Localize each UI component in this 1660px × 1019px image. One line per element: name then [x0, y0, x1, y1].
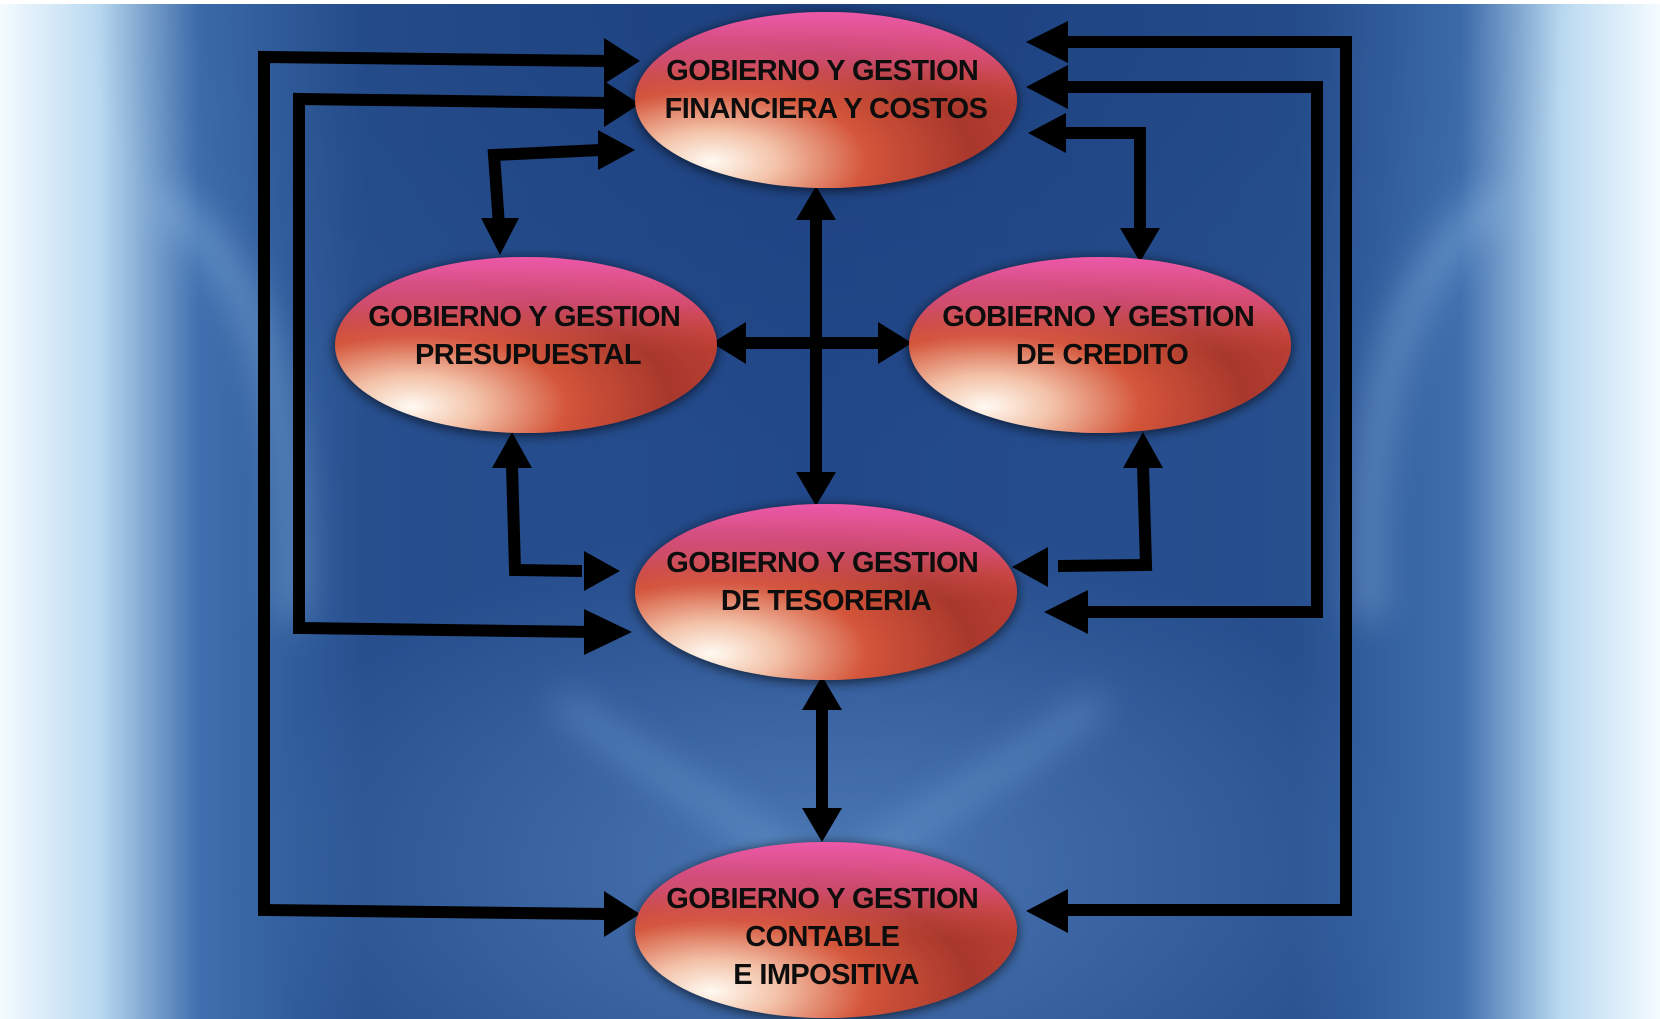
- node-label-line: GOBIERNO Y GESTION: [368, 301, 680, 333]
- arrowhead: [584, 609, 632, 655]
- connector-presupuestal-financiera: [487, 144, 601, 226]
- node-label-line: GOBIERNO Y GESTION: [666, 547, 978, 579]
- arrowhead: [712, 322, 746, 364]
- arrowhead: [1026, 889, 1068, 933]
- arrowhead: [796, 472, 836, 506]
- connector-arrows: [258, 36, 1352, 920]
- arrowhead: [1026, 21, 1068, 63]
- node-label-line: DE TESORERIA: [721, 585, 932, 617]
- arrowhead: [584, 551, 620, 591]
- connector-credito-tesoreria: [1057, 464, 1153, 572]
- connector-left-inner-loop: [293, 92, 609, 638]
- arrowhead: [604, 891, 640, 937]
- node-label-line: FINANCIERA Y COSTOS: [665, 93, 988, 125]
- arrowhead: [1012, 547, 1048, 587]
- connector-right-inner-loop: [1060, 81, 1323, 618]
- arrowhead: [1028, 113, 1066, 153]
- arrowhead: [481, 218, 519, 255]
- svg-text:GOBIERNO Y GESTION DE CR: GOBIERNO Y GESTION DE CREDITO: [942, 301, 1262, 371]
- arrowhead: [796, 186, 836, 220]
- node-label-line: GOBIERNO Y GESTION: [942, 301, 1254, 333]
- arrowhead: [598, 130, 635, 170]
- node-label-line: GOBIERNO Y GESTION: [666, 883, 978, 915]
- node-de-tesoreria: GOBIERNO Y GESTION DE TESORERIA: [635, 504, 1017, 680]
- arrowhead: [1044, 590, 1088, 634]
- node-label-line: PRESUPUESTAL: [415, 339, 641, 371]
- arrowhead: [1120, 228, 1160, 262]
- node-label-line: E IMPOSITIVA: [733, 959, 919, 991]
- node-label-line: CONTABLE: [745, 921, 899, 953]
- connector-presupuestal-tesoreria: [506, 464, 583, 577]
- node-presupuestal: GOBIERNO Y GESTION PRESUPUESTAL: [335, 257, 717, 433]
- connector-right-outer-loop: [1060, 36, 1352, 916]
- node-financiera-y-costos: GOBIERNO Y GESTION FINANCIERA Y COSTOS: [635, 12, 1017, 188]
- arrowhead: [802, 808, 842, 842]
- arrowhead: [1026, 65, 1068, 109]
- arrowheads: [481, 21, 1163, 937]
- node-label-line: DE CREDITO: [1016, 339, 1188, 371]
- arrowhead: [878, 322, 912, 364]
- connector-credito-financiera: [1064, 127, 1146, 228]
- svg-text:GOBIERNO Y GESTION CONTA: GOBIERNO Y GESTION CONTABLE E IMPOSITIVA: [666, 883, 986, 991]
- svg-text:GOBIERNO Y GESTION DE TE: GOBIERNO Y GESTION DE TESORERIA: [666, 547, 986, 617]
- svg-text:GOBIERNO Y GESTION FINAN: GOBIERNO Y GESTION FINANCIERA Y COSTOS: [665, 55, 988, 125]
- arrowhead: [802, 676, 842, 710]
- arrowhead: [604, 81, 640, 127]
- svg-text:GOBIERNO Y GESTION PRESU: GOBIERNO Y GESTION PRESUPUESTAL: [368, 301, 688, 371]
- node-contable-e-impositiva: GOBIERNO Y GESTION CONTABLE E IMPOSITIVA: [635, 842, 1017, 1018]
- node-de-credito: GOBIERNO Y GESTION DE CREDITO: [909, 257, 1291, 433]
- arrowhead: [604, 38, 640, 84]
- connector-left-outer-loop: [258, 50, 609, 920]
- node-label-line: GOBIERNO Y GESTION: [666, 55, 978, 87]
- arrowhead: [492, 432, 532, 468]
- arrowhead: [1123, 432, 1163, 468]
